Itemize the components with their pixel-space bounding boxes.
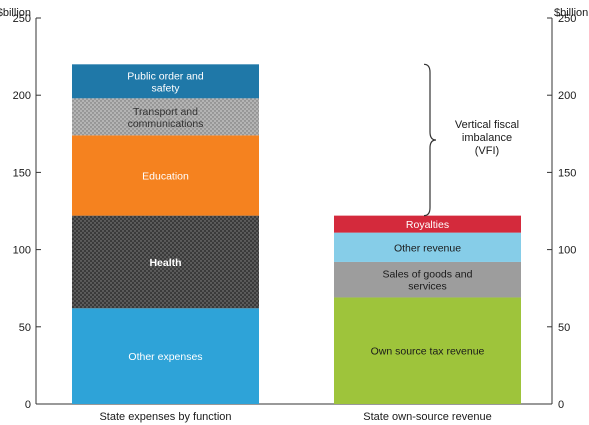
right-axis-unit: $billion [554,7,588,19]
segment-label: Other revenue [394,242,461,254]
right-tick-label: 50 [558,322,570,334]
left-tick-label: 200 [13,90,31,102]
segment-label-line: Own source tax revenue [371,346,485,358]
segment-label: Education [142,170,189,182]
segment-label-line: Other revenue [394,242,461,254]
segment-label-line: Transport and [133,106,198,118]
bar-segment [72,64,259,99]
segment-labels: Other expenses Health Education Transport a… [127,70,484,363]
right-tick-label: 0 [558,399,564,411]
bar-segment [334,215,521,233]
left-tick-label: 150 [13,167,31,179]
left-tick-label: 0 [25,399,31,411]
segment-label-line: Public order and [127,70,204,82]
right-tick-label: 250 [558,13,576,25]
category-label: State expenses by function [99,411,231,423]
segment-label: Other expenses [128,351,202,363]
bar-segment [72,308,259,404]
segment-label-line: safety [151,82,180,94]
category-label: State own-source revenue [363,411,491,423]
segment-label: Royalties [406,219,449,231]
right-tick-label: 150 [558,167,576,179]
segment-label-line: Other expenses [128,351,202,363]
segment-label-line: communications [128,118,204,130]
vfi-label-line: Vertical fiscal [455,119,519,131]
vfi-label-line: (VFI) [475,145,499,157]
left-tick-label: 50 [19,322,31,334]
left-tick-label: 100 [13,245,31,257]
bar-segment [72,135,259,216]
vfi-label-line: imbalance [462,132,512,144]
bars [72,64,521,404]
segment-label-line: Health [149,257,181,269]
segment-label-line: services [408,281,447,293]
bar-segment [334,261,521,298]
vfi-bracket [423,63,437,217]
bar-segment [72,215,259,309]
left-tick-label: 250 [13,13,31,25]
segment-label: Own source tax revenue [371,346,485,358]
bar-segment [334,232,521,262]
segment-label-line: Education [142,170,189,182]
left-axis-unit: $billion [0,7,31,19]
segment-label-line: Royalties [406,219,449,231]
bar-segment [72,98,259,136]
right-tick-label: 100 [558,245,576,257]
bar-segment [334,297,521,404]
segment-label-line: Sales of goods and [383,269,473,281]
right-tick-label: 200 [558,90,576,102]
segment-label: Health [149,257,181,269]
